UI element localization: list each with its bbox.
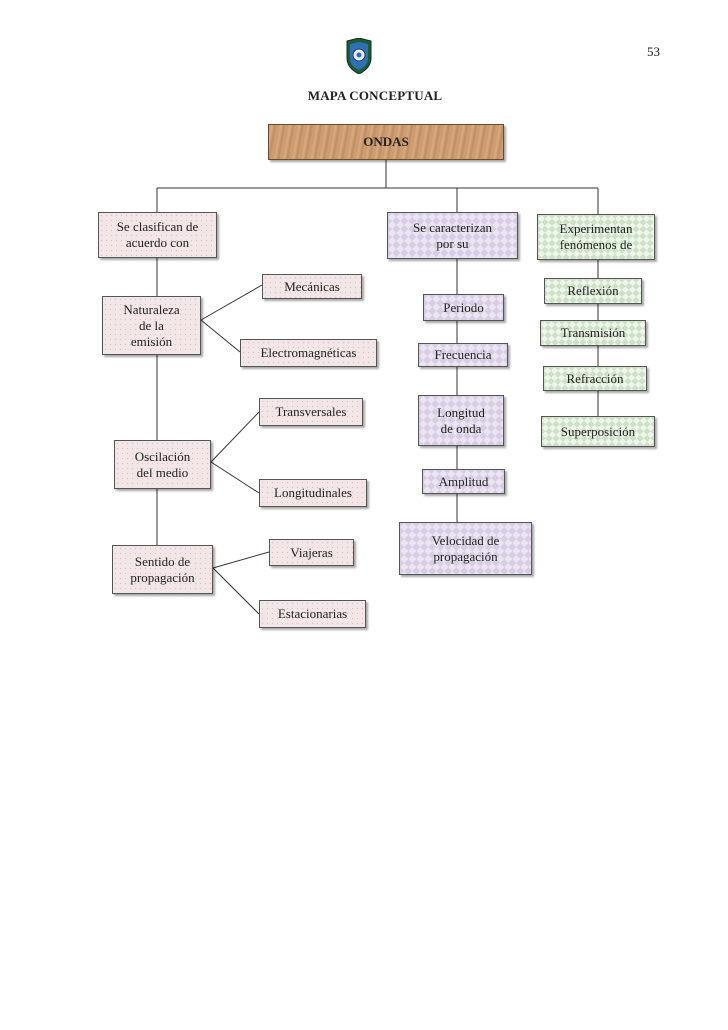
periodo-box: Periodo bbox=[423, 294, 504, 321]
viajeras-box: Viajeras bbox=[269, 539, 354, 566]
amplitud-box: Amplitud bbox=[422, 469, 505, 494]
electromagneticas-box: Electromagnéticas bbox=[240, 339, 377, 367]
longitudinales-box: Longitudinales bbox=[259, 479, 367, 507]
naturaleza-emision-box: Naturaleza de la emisión bbox=[102, 296, 201, 355]
oscilacion-medio-box: Oscilación del medio bbox=[114, 440, 211, 489]
sentido-propagacion-box: Sentido de propagación bbox=[112, 545, 213, 594]
frecuencia-box: Frecuencia bbox=[418, 343, 508, 367]
longitud-onda-box: Longitud de onda bbox=[418, 395, 504, 446]
caracterizan-header-box: Se caracterizan por su bbox=[387, 212, 518, 259]
transversales-box: Transversales bbox=[259, 398, 363, 426]
mecanicas-box: Mecánicas bbox=[262, 274, 362, 299]
reflexion-box: Reflexión bbox=[544, 278, 642, 304]
refraccion-box: Refracción bbox=[543, 366, 647, 391]
experimentan-header-box: Experimentan fenómenos de bbox=[537, 214, 655, 260]
transmision-box: Transmisión bbox=[540, 320, 646, 346]
school-crest-logo bbox=[346, 38, 372, 74]
page-title: MAPA CONCEPTUAL bbox=[307, 88, 443, 103]
clasifican-header-box: Se clasifican de acuerdo con bbox=[98, 212, 217, 258]
root-ondas-box: ONDAS bbox=[268, 124, 504, 160]
superposicion-box: Superposición bbox=[541, 416, 655, 447]
page-number: 53 bbox=[647, 44, 660, 59]
estacionarias-box: Estacionarias bbox=[259, 600, 366, 628]
velocidad-propagacion-box: Velocidad de propagación bbox=[399, 522, 532, 575]
